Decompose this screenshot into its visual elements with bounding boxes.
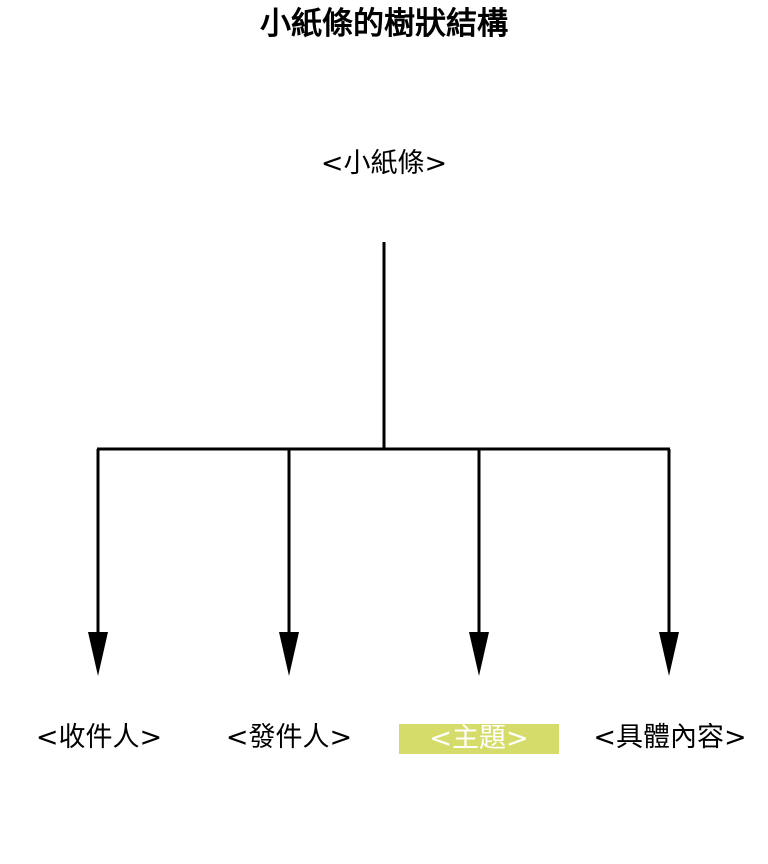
child-node-content: <具體內容> <box>593 722 747 753</box>
arrowhead-2 <box>279 632 299 676</box>
arrowhead-4 <box>659 632 679 676</box>
child-node-recipient: <收件人> <box>35 722 163 753</box>
diagram-title: 小紙條的樹狀結構 <box>260 6 508 42</box>
child-node-sender: <發件人> <box>225 722 353 753</box>
child-node-subject: <主題> <box>399 724 559 754</box>
root-node-label: <小紙條> <box>320 148 448 179</box>
arrowhead-1 <box>88 632 108 676</box>
arrowhead-3 <box>469 632 489 676</box>
